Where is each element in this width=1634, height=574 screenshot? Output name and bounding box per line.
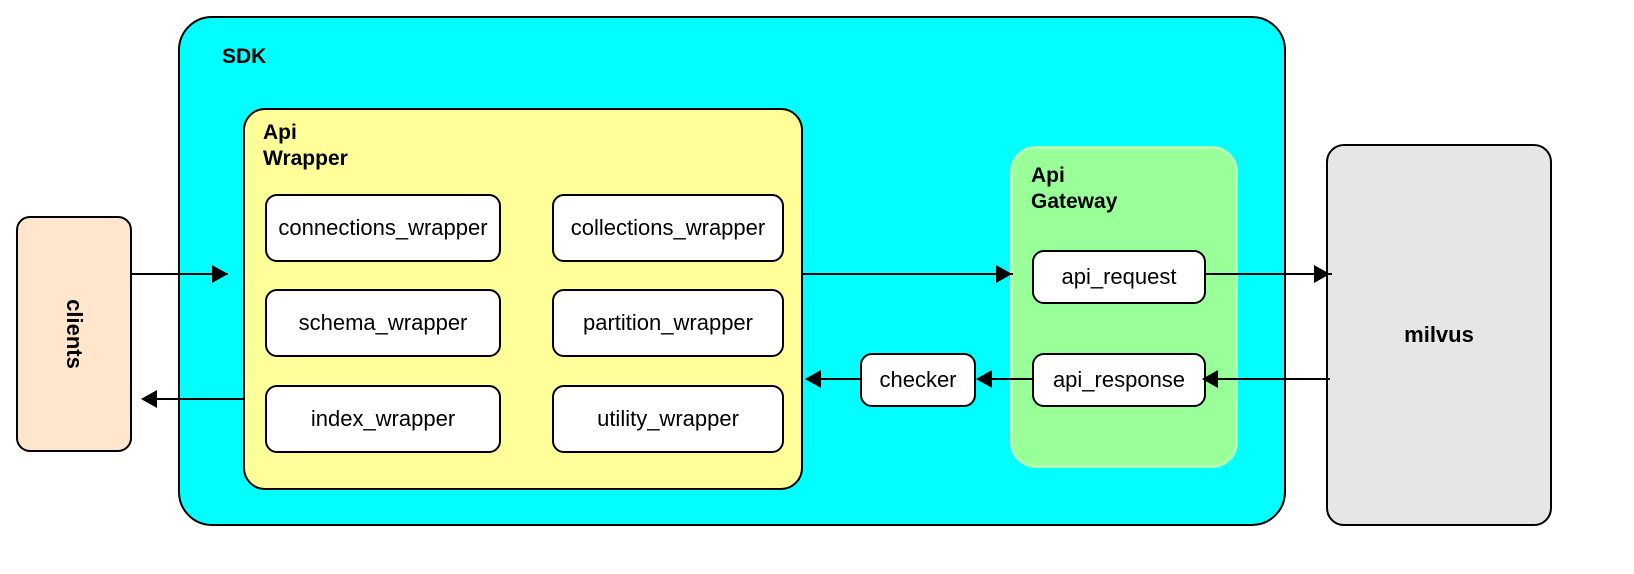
node-api-request[interactable]: api_request [1032,250,1206,304]
arrowhead-api-wrapper-to-api-request [996,265,1012,283]
node-schema-wrapper[interactable]: schema_wrapper [265,289,501,357]
node-label: checker [879,367,957,392]
node-partition-wrapper[interactable]: partition_wrapper [552,289,784,357]
api-gateway-container[interactable]: Api Gateway [1010,146,1238,468]
edge-milvus-to-api-response [1206,378,1330,380]
node-label: api_response [1052,367,1186,392]
api-wrapper-label: Api Wrapper [263,121,348,171]
arrowhead-api-response-to-checker [976,370,992,388]
node-index-wrapper[interactable]: index_wrapper [265,385,501,453]
actor-milvus[interactable]: milvus [1326,144,1552,526]
actor-clients-label: clients [61,299,87,369]
edge-api-wrapper-to-clients [145,398,245,400]
node-label: schema_wrapper [298,310,468,335]
edge-api-response-to-checker [980,378,1034,380]
arrowhead-milvus-to-api-response [1202,370,1218,388]
node-label: partition_wrapper [583,310,753,335]
node-label: collections_wrapper [570,215,766,240]
node-collections-wrapper[interactable]: collections_wrapper [552,194,784,262]
node-api-response[interactable]: api_response [1032,353,1206,407]
api-gateway-label: Api Gateway [1031,164,1118,214]
arrowhead-api-wrapper-to-clients [141,390,157,408]
node-utility-wrapper[interactable]: utility_wrapper [552,385,784,453]
edge-api-request-to-milvus [1206,273,1332,275]
node-checker[interactable]: checker [860,353,976,407]
node-label: index_wrapper [310,406,456,431]
edge-checker-to-api-wrapper [821,378,861,380]
actor-clients[interactable]: clients [16,216,132,452]
edge-clients-to-api-wrapper [132,273,228,275]
edge-api-wrapper-to-api-request [801,273,1013,275]
node-connections-wrapper[interactable]: connections_wrapper [265,194,501,262]
node-label: utility_wrapper [597,406,739,431]
actor-milvus-label: milvus [1404,322,1474,347]
arrowhead-clients-to-api-wrapper [212,265,228,283]
node-label: connections_wrapper [278,215,488,240]
node-label: api_request [1061,264,1177,289]
sdk-label: SDK [222,45,267,68]
arrowhead-api-request-to-milvus [1314,265,1330,283]
arrowhead-checker-to-api-wrapper [805,370,821,388]
